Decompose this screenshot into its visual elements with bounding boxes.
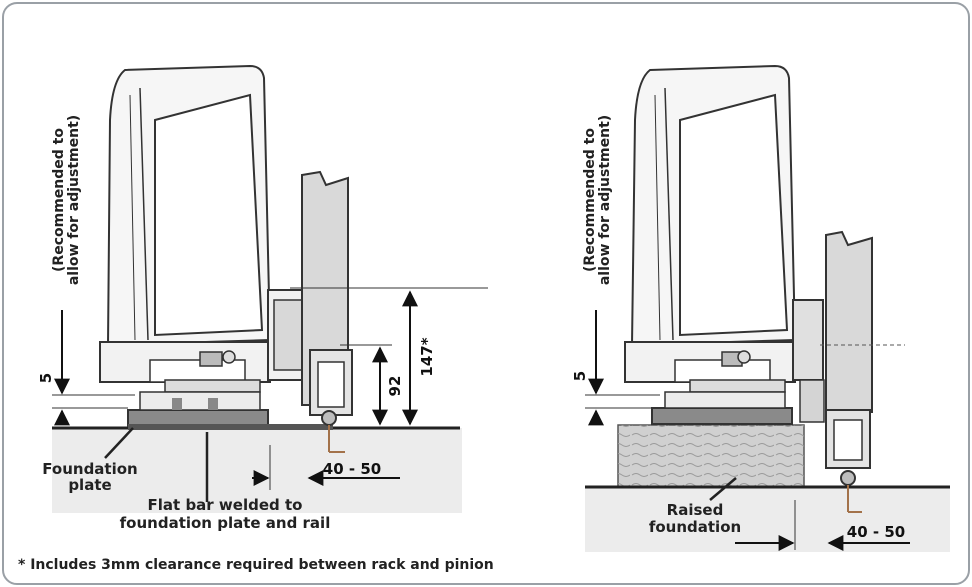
right-ground xyxy=(585,487,950,552)
left-dim-92: 92 xyxy=(386,376,404,397)
left-note-line2: allow for adjustment) xyxy=(66,115,82,285)
right-rail xyxy=(840,470,856,486)
left-dim-5: 5 xyxy=(37,373,55,383)
right-note-line1: (Recommended to xyxy=(582,128,598,272)
left-rail xyxy=(321,410,337,426)
left-flatbar-label-1: Flat bar welded to xyxy=(148,496,303,514)
left-gate-motor xyxy=(99,64,309,411)
right-note-line2: allow for adjustment) xyxy=(597,115,613,285)
right-foundation-plate xyxy=(651,407,793,425)
right-dim-5: 5 xyxy=(571,371,589,381)
right-diagram: 5 (Recommended to allow for adjustment) … xyxy=(571,64,950,552)
right-gate-motor xyxy=(624,64,825,423)
left-dim-147: 147* xyxy=(418,337,436,376)
left-dim-40-50: 40 - 50 xyxy=(323,460,381,478)
left-foundation-plate xyxy=(127,409,269,427)
right-dim-40-50: 40 - 50 xyxy=(847,523,905,541)
left-foundation-label-1: Foundation xyxy=(42,460,137,478)
right-raised-pointer xyxy=(709,477,737,501)
left-note-line1: (Recommended to xyxy=(51,128,67,272)
left-flat-bar xyxy=(128,424,333,430)
right-gate-leaf xyxy=(825,230,873,413)
right-raised-label-2: foundation xyxy=(649,518,741,536)
left-foundation-pointer xyxy=(104,427,134,459)
right-raised-label-1: Raised xyxy=(667,501,724,519)
left-diagram: 147* 92 5 (Recommended to allow for adju… xyxy=(37,64,488,532)
left-foundation-label-2: plate xyxy=(68,476,111,494)
left-flatbar-label-2: foundation plate and rail xyxy=(120,514,331,532)
footnote: * Includes 3mm clearance required betwee… xyxy=(18,557,494,573)
